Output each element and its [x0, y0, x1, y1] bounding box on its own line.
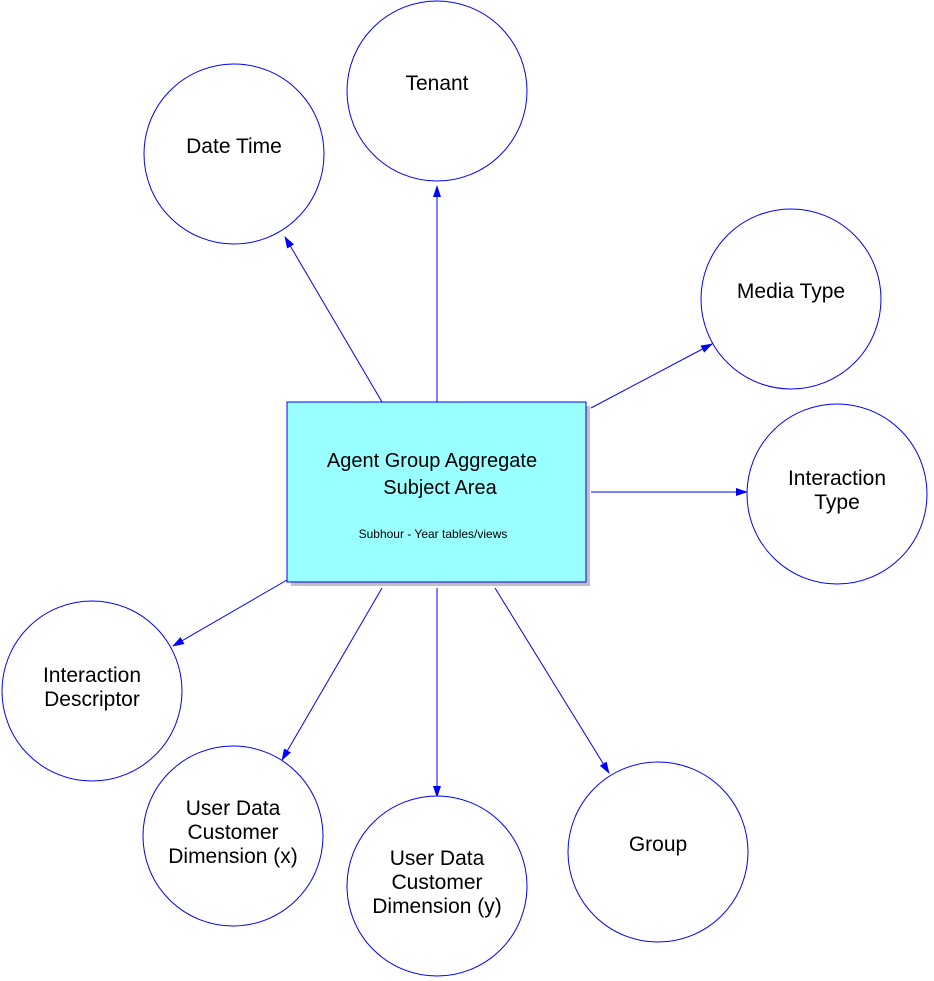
node-label: Type	[814, 491, 860, 514]
node-circle	[700, 208, 882, 390]
node-label: Group	[629, 833, 687, 856]
node-label: Dimension (x)	[168, 845, 298, 868]
center-node[interactable]: Agent Group Aggregate Subject Area Subho…	[286, 401, 590, 586]
arrow-to-user-data-x	[281, 587, 383, 761]
arrow-to-media-type	[590, 343, 713, 409]
node-label: User Data	[390, 847, 485, 870]
node-circle	[1, 600, 183, 782]
center-title-line1: Agent Group Aggregate	[327, 450, 537, 472]
node-label: Media Type	[737, 280, 845, 303]
node-label: Customer	[187, 821, 278, 844]
node-label: Tenant	[405, 72, 468, 95]
node-date-time[interactable]: Date Time	[143, 63, 325, 245]
arrow-to-interaction-descriptor	[172, 579, 288, 647]
node-label: Interaction	[788, 467, 886, 490]
node-circle	[142, 745, 324, 927]
node-circle	[346, 795, 528, 977]
node-label: Dimension (y)	[372, 895, 502, 918]
node-label: Interaction	[43, 664, 141, 687]
arrow-to-date-time	[284, 236, 383, 403]
center-box	[286, 401, 587, 583]
node-circle	[567, 761, 749, 943]
center-subtitle: Subhour - Year tables/views	[359, 527, 508, 541]
node-media-type[interactable]: Media Type	[700, 208, 882, 390]
node-circle	[346, 0, 528, 182]
node-label: Date Time	[186, 135, 282, 158]
node-label: Customer	[391, 871, 482, 894]
node-label: Descriptor	[44, 688, 140, 711]
node-circle	[746, 403, 928, 585]
arrow-to-group	[494, 587, 610, 774]
node-group[interactable]: Group	[567, 761, 749, 943]
node-tenant[interactable]: Tenant	[346, 0, 528, 182]
center-title-line2: Subject Area	[383, 477, 497, 499]
node-circle	[143, 63, 325, 245]
node-label: User Data	[186, 797, 281, 820]
